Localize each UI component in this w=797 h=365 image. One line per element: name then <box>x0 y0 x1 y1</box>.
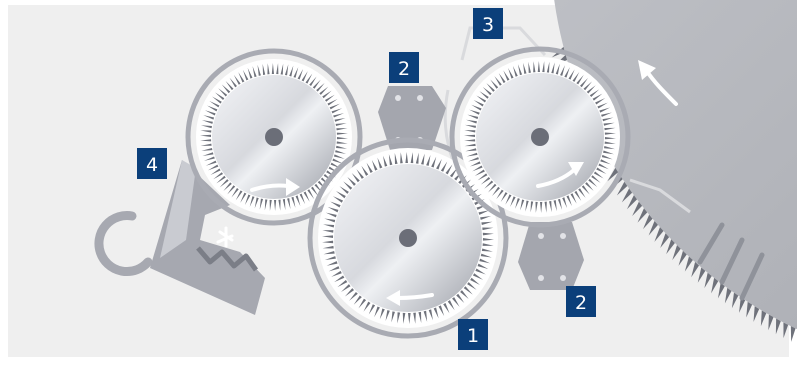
rotor-arrows <box>250 168 576 300</box>
svg-text:2: 2 <box>575 292 587 314</box>
svg-text:4: 4 <box>146 154 158 176</box>
badge-4: 4 <box>137 148 167 179</box>
rotor-arrowheads <box>286 162 584 306</box>
rotor-teeth <box>464 61 616 213</box>
svg-text:2: 2 <box>398 58 410 80</box>
rotor-teeth <box>200 63 348 211</box>
rotor-hub <box>531 128 549 146</box>
roller-right <box>449 46 631 228</box>
stripper-plate-4 <box>150 160 265 315</box>
hook-icon <box>94 211 153 276</box>
rotor-hub <box>399 229 417 247</box>
spark-icon <box>216 226 234 248</box>
rotation-arrow-icon <box>396 293 434 300</box>
svg-text:1: 1 <box>467 325 479 347</box>
rotor-teeth <box>322 152 494 324</box>
rotor-housing <box>185 48 363 226</box>
rotor-housing <box>449 46 631 228</box>
rotation-arrow-icon <box>536 168 576 188</box>
badge-2-bottom: 2 <box>566 286 596 317</box>
badge-3: 3 <box>473 8 503 39</box>
roller-1 <box>307 137 509 339</box>
rotation-arrow-icon <box>250 183 290 192</box>
stripper-plate-2-bottom <box>518 222 584 290</box>
feed-roller-left <box>185 48 363 226</box>
rotor-housing <box>307 137 509 339</box>
rotor-hub <box>265 128 283 146</box>
svg-text:3: 3 <box>482 14 494 36</box>
rotation-arrowhead <box>638 60 656 80</box>
badge-2-top: 2 <box>389 52 419 83</box>
badge-1: 1 <box>458 319 488 350</box>
